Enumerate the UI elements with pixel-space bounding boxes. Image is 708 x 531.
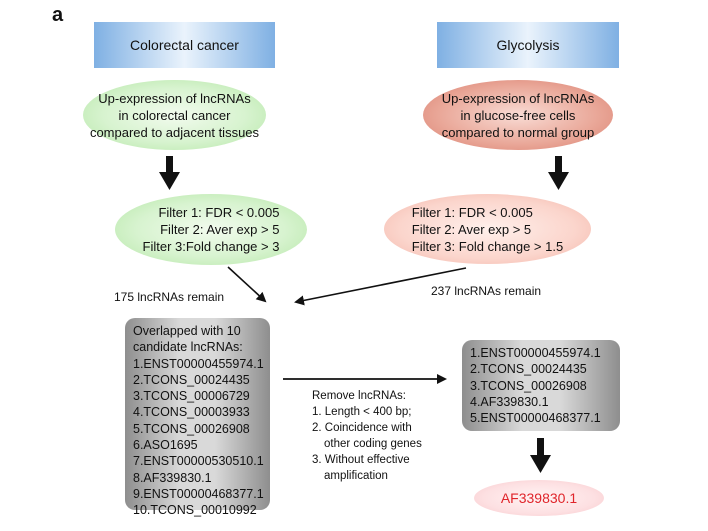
overlap-line: 10.TCONS_00010992 <box>133 503 257 518</box>
left-down-arrow <box>159 156 180 190</box>
remaining-line: 1.ENST00000455974.1 <box>470 346 601 360</box>
glycolysis-title: Glycolysis <box>496 37 560 53</box>
remaining-line: 5.ENST00000468377.1 <box>470 411 601 426</box>
overlap-line: Overlapped with 10 <box>133 324 241 338</box>
glycolysis-criteria-ellipse: Up-expression of lncRNAs in glucose-free… <box>423 80 613 150</box>
filter-line: Filter 1: FDR < 0.005 <box>158 205 280 220</box>
remove-line: 1. Length < 400 bp; <box>312 406 412 418</box>
overlap-line: 8.AF339830.1 <box>133 470 212 485</box>
criteria-line: in glucose-free cells <box>460 107 576 123</box>
remove-line: 2. Coincidence with <box>312 422 412 434</box>
colorectal-filter-ellipse: Filter 1: FDR < 0.005 Filter 2: Aver exp… <box>115 194 307 265</box>
left-merge-arrow <box>227 266 267 303</box>
overlap-line: 4.TCONS_00003933 <box>133 405 250 420</box>
right-merge-arrow <box>294 267 467 306</box>
overlap-line: 3.TCONS_00006729 <box>133 389 250 404</box>
remove-line: amplification <box>324 470 388 482</box>
filter-line: Filter 3: Fold change > 1.5 <box>411 238 564 254</box>
glycolysis-box: Glycolysis <box>437 22 619 68</box>
colorectal-criteria-ellipse: Up-expression of lncRNAs in colorectal c… <box>83 80 266 150</box>
overlap-line: 6.ASO1695 <box>133 438 198 453</box>
criteria-line: compared to normal group <box>441 124 595 140</box>
panel-label: a <box>52 4 64 26</box>
criteria-line: Up-expression of lncRNAs <box>441 90 595 106</box>
filter-line: Filter 2: Aver exp > 5 <box>160 222 280 237</box>
right-down-arrow <box>548 156 569 190</box>
remaining-line: 3.TCONS_00026908 <box>470 378 587 393</box>
overlap-line: 7.ENST00000530510.1 <box>133 454 264 469</box>
remaining-candidates-box: 1.ENST00000455974.1 2.TCONS_00024435 3.T… <box>462 340 620 431</box>
overlap-line: 5.TCONS_00026908 <box>133 421 250 436</box>
filter-line: Filter 3:Fold change > 3 <box>142 239 280 254</box>
final-down-arrow <box>530 438 551 473</box>
glycolysis-filter-ellipse: Filter 1: FDR < 0.005 Filter 2: Aver exp… <box>384 194 591 264</box>
colorectal-cancer-box: Colorectal cancer <box>94 22 275 68</box>
overlap-line: 1.ENST00000455974.1 <box>133 356 264 371</box>
left-remain-note: 175 lncRNAs remain <box>114 290 225 304</box>
filter-line: Filter 1: FDR < 0.005 <box>411 204 533 220</box>
filter-line: Filter 2: Aver exp > 5 <box>411 221 532 237</box>
overlap-line: candidate lncRNAs: <box>133 340 243 355</box>
colorectal-cancer-title: Colorectal cancer <box>130 37 239 53</box>
remove-line: other coding genes <box>324 438 422 450</box>
remaining-line: 4.AF339830.1 <box>470 394 549 409</box>
criteria-line: in colorectal cancer <box>118 107 231 123</box>
remove-criteria: Remove lncRNAs: 1. Length < 400 bp; 2. C… <box>312 388 422 484</box>
criteria-line: Up-expression of lncRNAs <box>98 90 251 106</box>
remaining-line: 2.TCONS_00024435 <box>470 362 587 377</box>
criteria-line: compared to adjacent tissues <box>89 124 260 140</box>
right-remain-note: 237 lncRNAs remain <box>431 284 542 298</box>
remove-line: 3. Without effective <box>312 454 410 466</box>
overlap-line: 2.TCONS_00024435 <box>133 372 250 387</box>
remove-line: Remove lncRNAs: <box>312 390 406 402</box>
overlap-candidates-box: Overlapped with 10 candidate lncRNAs: 1.… <box>125 318 270 517</box>
overlap-line: 9.ENST00000468377.1 <box>133 486 264 501</box>
final-result-label: AF339830.1 <box>500 489 578 506</box>
final-result-ellipse: AF339830.1 <box>474 480 604 516</box>
